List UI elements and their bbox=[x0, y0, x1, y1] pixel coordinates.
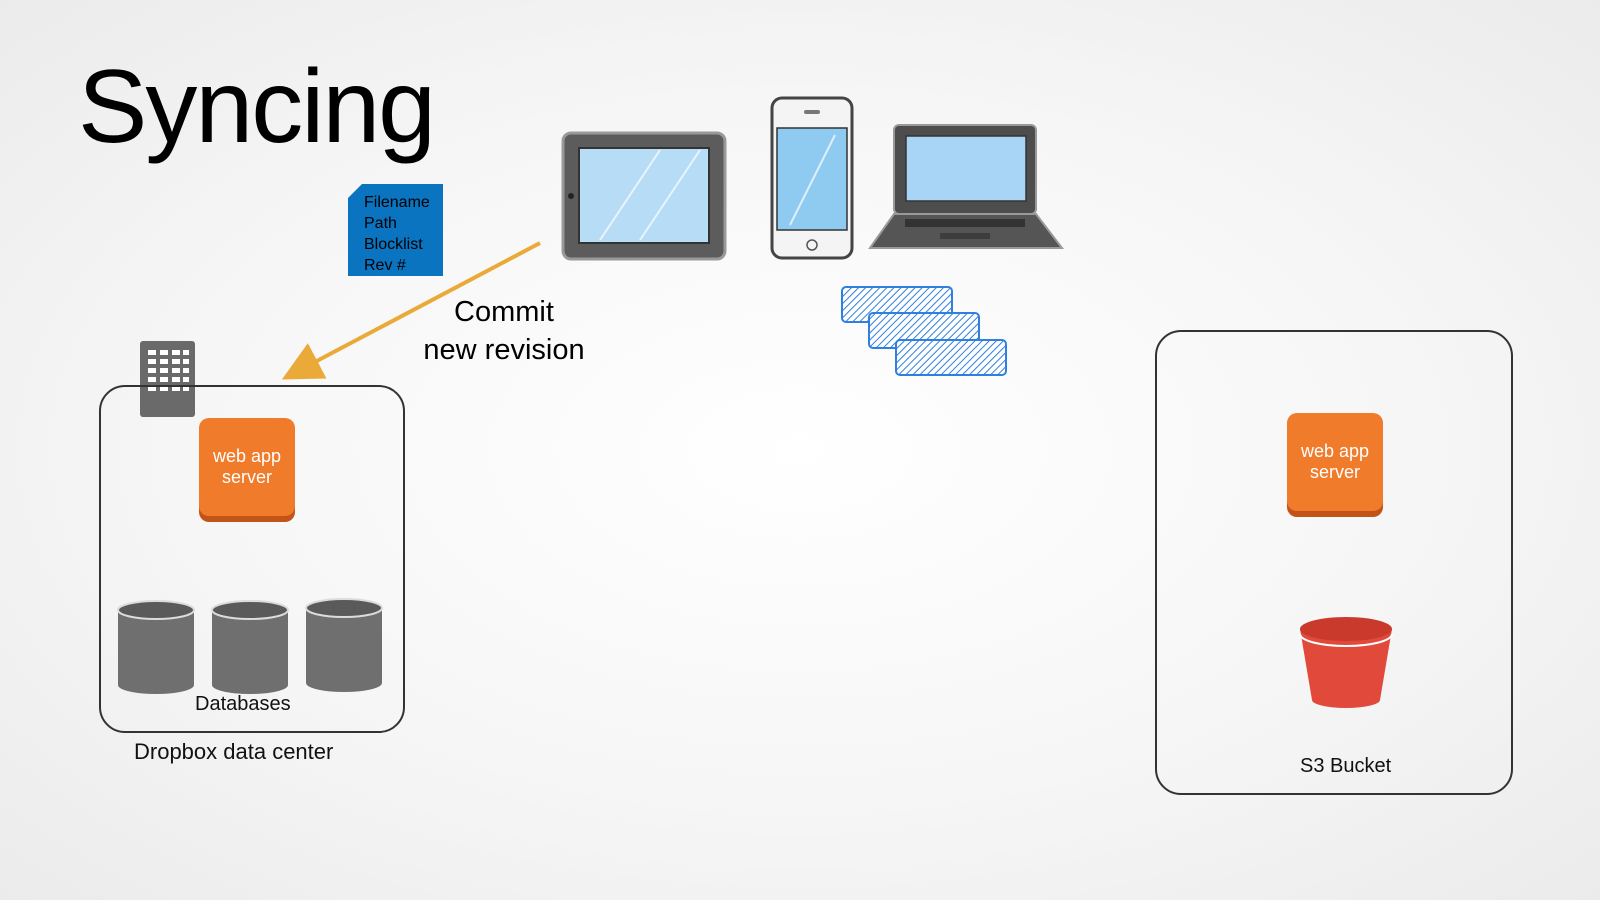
server-label-line2: server bbox=[213, 467, 281, 488]
metadata-line-path: Path bbox=[364, 213, 443, 234]
metadata-line-blocklist: Blocklist bbox=[364, 234, 443, 255]
metadata-line-rev: Rev # bbox=[364, 255, 443, 276]
metadata-line-filename: Filename bbox=[364, 192, 443, 213]
s3-box bbox=[1155, 330, 1513, 795]
server-label-line1: web app bbox=[213, 446, 281, 467]
commit-label: Commit new revision bbox=[412, 293, 596, 369]
commit-label-line1: Commit bbox=[412, 293, 596, 331]
s3-bucket-label: S3 Bucket bbox=[1300, 755, 1391, 778]
file-block bbox=[896, 340, 1006, 375]
datacenter-web-app-server: web app server bbox=[199, 418, 295, 516]
databases-label: Databases bbox=[195, 693, 291, 716]
datacenter-caption: Dropbox data center bbox=[134, 739, 333, 765]
file-blocks bbox=[842, 287, 1006, 375]
slide-title: Syncing bbox=[78, 48, 434, 167]
s3-web-app-server: web app server bbox=[1287, 413, 1383, 511]
commit-label-line2: new revision bbox=[412, 331, 596, 369]
laptop-icon bbox=[870, 125, 1062, 248]
phone-icon bbox=[772, 98, 852, 258]
server-label-line2: server bbox=[1301, 462, 1369, 483]
metadata-card: Filename Path Blocklist Rev # bbox=[348, 184, 443, 276]
server-label-line1: web app bbox=[1301, 441, 1369, 462]
tablet-icon bbox=[563, 133, 725, 259]
